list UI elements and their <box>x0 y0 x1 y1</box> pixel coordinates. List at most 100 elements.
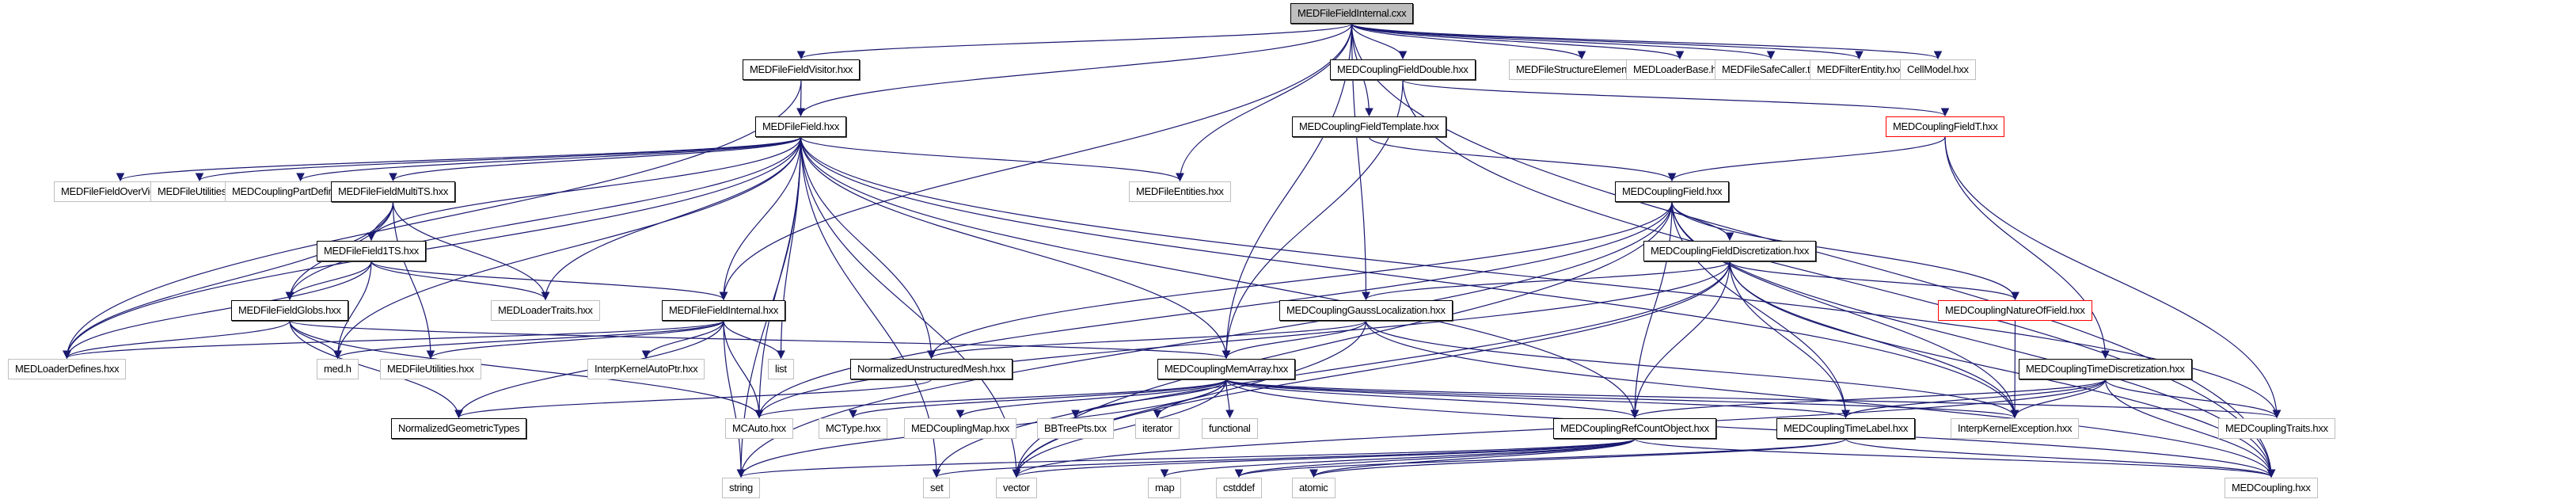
node-gausslocal[interactable]: MEDCouplingGaussLocalization.hxx <box>1279 300 1453 321</box>
edge-timedisc-to-medcoupling <box>2104 379 2276 478</box>
node-ikexception[interactable]: InterpKernelException.hxx <box>1951 418 2080 439</box>
edge-globs-to-loaderdefines <box>63 320 291 360</box>
edge-memarray-to-vector <box>1012 379 1227 478</box>
edge-ffinternal-to-utilitieshxx <box>426 320 724 360</box>
node-bbtree[interactable]: BBTreePts.txx <box>1037 418 1114 439</box>
edge-root-to-fielddouble <box>1351 23 1408 60</box>
node-safecaller[interactable]: MEDFileSafeCaller.txx <box>1715 59 1827 80</box>
node-memarray[interactable]: MEDCouplingMemArray.hxx <box>1157 359 1296 379</box>
node-entities[interactable]: MEDFileEntities.hxx <box>1129 181 1231 202</box>
node-utilitieshxx[interactable]: MEDFileUtilities.hxx <box>380 359 481 379</box>
edge-root-to-visitor <box>796 23 1353 60</box>
edge-memarray-to-functional <box>1225 379 1234 419</box>
node-ffinternal[interactable]: MEDFileFieldInternal.hxx <box>662 300 786 321</box>
edge-filefield-to-utilitiestxx <box>195 136 802 182</box>
node-loaderdefines[interactable]: MEDLoaderDefines.hxx <box>8 359 127 379</box>
edge-root-to-loaderbase <box>1351 23 1685 60</box>
edge-memarray-to-timelabel <box>1225 379 1850 419</box>
node-mcauto[interactable]: MCAuto.hxx <box>725 418 793 439</box>
node-traits[interactable]: MEDCouplingTraits.hxx <box>2218 418 2335 439</box>
node-multits[interactable]: MEDFileFieldMultiTS.hxx <box>331 181 456 202</box>
node-medh[interactable]: med.h <box>317 359 359 379</box>
edge-filefield-to-overview <box>116 136 802 182</box>
node-cstddef[interactable]: cstddef <box>1216 478 1262 498</box>
node-visitor[interactable]: MEDFileFieldVisitor.hxx <box>743 59 861 80</box>
edge-filefield-to-entities <box>800 136 1184 182</box>
edge-root-to-entities <box>1176 23 1353 182</box>
node-field1ts[interactable]: MEDFileField1TS.hxx <box>317 241 426 261</box>
edge-fielddouble-to-fieldT <box>1402 79 1950 117</box>
edge-filefield-to-ikexception <box>800 136 2019 419</box>
node-fieldtemplate[interactable]: MEDCouplingFieldTemplate.hxx <box>1292 116 1446 137</box>
edge-refcount-to-medcoupling <box>1634 438 2276 478</box>
node-cellmodel[interactable]: CellModel.hxx <box>1900 59 1976 80</box>
edge-root-to-structelem <box>1351 23 1586 60</box>
node-root[interactable]: MEDFileFieldInternal.cxx <box>1290 3 1414 24</box>
node-globs[interactable]: MEDFileFieldGlobs.hxx <box>231 300 348 321</box>
edge-memarray-to-refcount <box>1225 379 1639 419</box>
node-filefield[interactable]: MEDFileField.hxx <box>755 116 847 137</box>
edge-gausslocal-to-medcoupling <box>1365 320 2276 478</box>
edge-fielddisc-to-timelabel <box>1729 261 1850 419</box>
edge-couplingfield-to-nature <box>1671 201 2019 301</box>
edge-nature-to-ikexception <box>2010 320 2019 419</box>
edge-refcount-to-string <box>737 438 1636 478</box>
edge-fieldT-to-couplingfield <box>1667 136 1946 182</box>
edge-fielddisc-to-gausslocal <box>1362 261 1731 301</box>
edge-gausslocal-to-memarray <box>1222 320 1367 360</box>
edge-filefield-to-normmesh <box>800 136 936 360</box>
node-map[interactable]: map <box>1148 478 1182 498</box>
node-timedisc[interactable]: MEDCouplingTimeDiscretization.hxx <box>2019 359 2192 379</box>
node-timelabel[interactable]: MEDCouplingTimeLabel.hxx <box>1776 418 1916 439</box>
edge-globs-to-mcauto <box>289 320 764 419</box>
node-string[interactable]: string <box>722 478 760 498</box>
node-iterator[interactable]: iterator <box>1135 418 1180 439</box>
node-map-hxx[interactable]: MEDCouplingMap.hxx <box>904 418 1016 439</box>
edge-memarray-to-map_hxx <box>956 379 1227 419</box>
node-filterentity[interactable]: MEDFilterEntity.hxx <box>1810 59 1909 80</box>
node-normgeo[interactable]: NormalizedGeometricTypes <box>391 418 527 439</box>
edge-timedisc-to-refcount <box>1630 379 2107 419</box>
edge-timelabel-to-cstddef <box>1234 438 1847 478</box>
edge-ffinternal-to-medh <box>333 320 724 360</box>
edge-root-to-filterentity <box>1351 23 1864 60</box>
node-couplingfield[interactable]: MEDCouplingField.hxx <box>1615 181 1730 202</box>
node-loadertraits[interactable]: MEDLoaderTraits.hxx <box>491 300 600 321</box>
edge-filefield-to-ffinternal <box>719 136 802 301</box>
edge-gausslocal-to-ikexception <box>1365 320 2019 419</box>
edge-filefield-to-medh <box>333 136 802 360</box>
edge-timedisc-to-traits <box>2104 379 2282 419</box>
edge-memarray-to-bbtree <box>1071 379 1227 419</box>
node-vector[interactable]: vector <box>996 478 1037 498</box>
edge-globs-to-memarray <box>289 320 1230 360</box>
node-autoptr[interactable]: InterpKernelAutoPtr.hxx <box>587 359 705 379</box>
edge-couplingfield-to-string <box>736 201 1673 478</box>
node-functional[interactable]: functional <box>1202 418 1258 439</box>
edge-multits-to-loadertraits <box>392 201 550 301</box>
edge-refcount-to-vector <box>1012 438 1636 478</box>
node-fielddisc[interactable]: MEDCouplingFieldDiscretization.hxx <box>1643 241 1817 261</box>
edge-normmesh-to-normgeo <box>454 379 933 419</box>
node-set[interactable]: set <box>923 478 951 498</box>
edge-memarray-to-mctype <box>849 379 1227 419</box>
edge-filefield-to-partdef <box>296 136 802 182</box>
edge-timelabel-to-atomic <box>1309 438 1847 478</box>
edge-ffinternal-to-loaderdefines <box>63 320 724 360</box>
edge-filefield-to-refcount <box>800 136 1639 419</box>
node-normmesh[interactable]: NormalizedUnstructuredMesh.hxx <box>850 359 1013 379</box>
node-mctype[interactable]: MCType.hxx <box>819 418 888 439</box>
node-atomic[interactable]: atomic <box>1292 478 1335 498</box>
node-refcount[interactable]: MEDCouplingRefCountObject.hxx <box>1553 418 1716 439</box>
edge-field1ts-to-medh <box>333 261 372 360</box>
edge-root-to-filefield <box>796 23 1353 117</box>
edge-fieldT-to-timedisc <box>1944 136 2110 360</box>
node-list[interactable]: list <box>768 359 794 379</box>
node-medcoupling[interactable]: MEDCoupling.hxx <box>2225 478 2318 498</box>
edge-multits-to-field1ts <box>367 201 394 242</box>
edge-refcount-to-atomic <box>1309 438 1636 478</box>
edge-timedisc-to-timelabel <box>1841 379 2107 419</box>
node-fielddouble[interactable]: MEDCouplingFieldDouble.hxx <box>1330 59 1476 80</box>
node-fieldT[interactable]: MEDCouplingFieldT.hxx <box>1886 116 2005 137</box>
edge-root-to-safecaller <box>1351 23 1776 60</box>
node-nature[interactable]: MEDCouplingNatureOfField.hxx <box>1938 300 2092 321</box>
